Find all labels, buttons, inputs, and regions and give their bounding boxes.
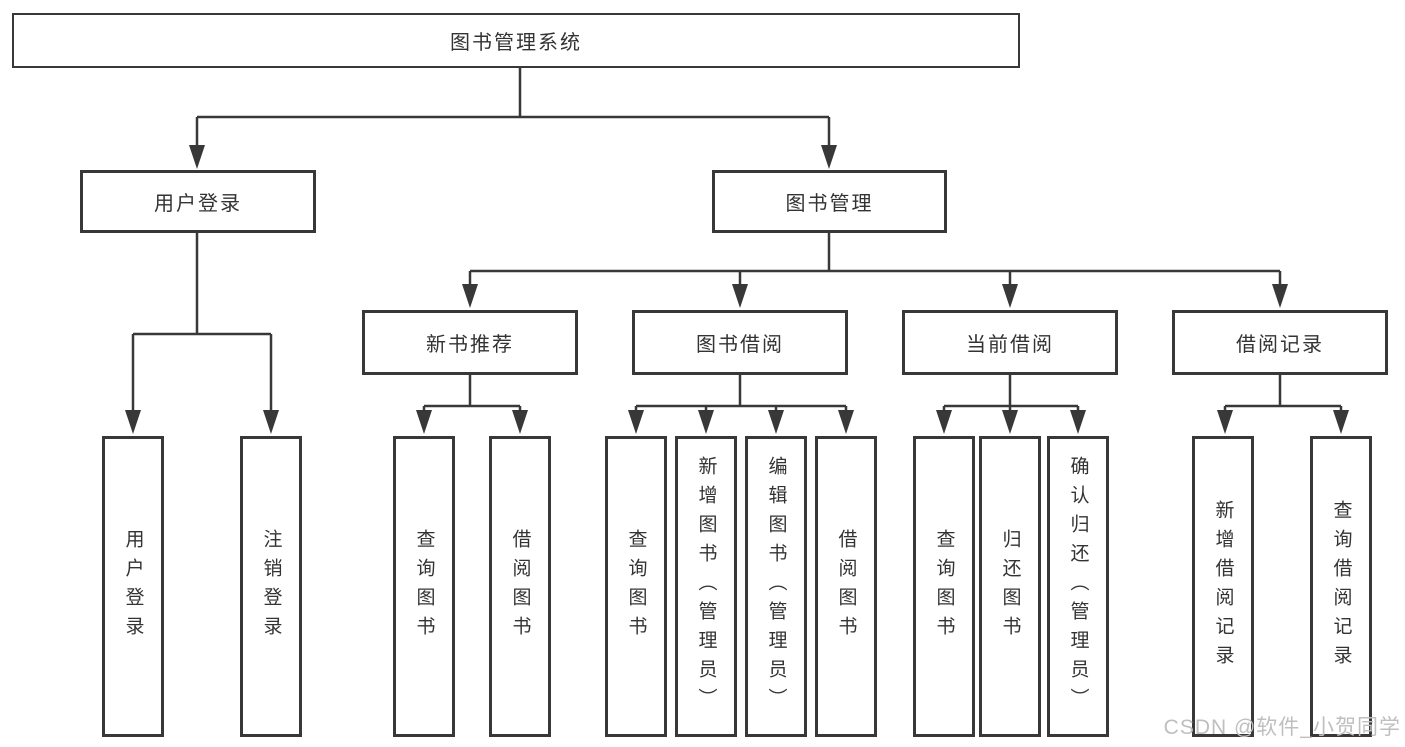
node-book-management-label: 图书管理 <box>785 193 874 215</box>
arrowhead-icon <box>189 145 205 169</box>
leaf-borrowing-edit-books-admin: 编辑图书（管理员） <box>745 436 807 737</box>
leaf-borrowing-edit-books-admin-label: 编辑图书（管理员） <box>765 456 787 717</box>
leaf-current-confirm-return-admin: 确认归还（管理员） <box>1047 436 1109 737</box>
leaf-borrowing-borrow-books: 借阅图书 <box>815 436 877 737</box>
node-borrowing-records: 借阅记录 <box>1172 310 1388 375</box>
node-user-login: 用户登录 <box>80 170 316 233</box>
arrowhead-icon <box>1333 410 1349 434</box>
leaf-current-return-books: 归还图书 <box>979 436 1041 737</box>
arrowhead-icon <box>768 410 784 434</box>
leaf-newbooks-query-books: 查询图书 <box>393 436 455 737</box>
leaf-borrowing-add-books-admin-label: 新增图书（管理员） <box>695 456 717 717</box>
arrowhead-icon <box>263 410 279 434</box>
leaf-records-add-record: 新增借阅记录 <box>1192 436 1254 737</box>
node-root-label: 图书管理系统 <box>450 32 582 54</box>
arrowhead-icon <box>821 145 837 169</box>
node-current-borrowing-label: 当前借阅 <box>966 334 1054 356</box>
arrowhead-icon <box>698 410 714 434</box>
arrowhead-icon <box>1070 410 1086 434</box>
arrowhead-icon <box>512 410 528 434</box>
leaf-current-query-books-label: 查询图书 <box>933 528 955 645</box>
leaf-user-login: 用户登录 <box>102 436 164 737</box>
leaf-records-query-record-label: 查询借阅记录 <box>1330 499 1352 674</box>
leaf-borrowing-query-books: 查询图书 <box>605 436 667 737</box>
arrowhead-icon <box>1002 284 1018 308</box>
arrowhead-icon <box>936 410 952 434</box>
arrowhead-icon <box>125 410 141 434</box>
node-book-management: 图书管理 <box>712 170 947 233</box>
node-current-borrowing: 当前借阅 <box>902 310 1118 375</box>
leaf-newbooks-borrow-books: 借阅图书 <box>489 436 551 737</box>
leaf-current-return-books-label: 归还图书 <box>999 528 1021 645</box>
arrowhead-icon <box>1272 284 1288 308</box>
arrowhead-icon <box>628 410 644 434</box>
arrowhead-icon <box>416 410 432 434</box>
node-book-borrowing-label: 图书借阅 <box>696 334 784 356</box>
arrowhead-icon <box>1217 410 1233 434</box>
arrowhead-icon <box>1002 410 1018 434</box>
leaf-logout: 注销登录 <box>240 436 302 737</box>
leaf-borrowing-borrow-books-label: 借阅图书 <box>835 528 857 645</box>
leaf-borrowing-add-books-admin: 新增图书（管理员） <box>675 436 737 737</box>
leaf-records-add-record-label: 新增借阅记录 <box>1212 499 1234 674</box>
node-new-book-recommendation-label: 新书推荐 <box>426 334 514 356</box>
node-borrowing-records-label: 借阅记录 <box>1236 334 1324 356</box>
leaf-newbooks-borrow-books-label: 借阅图书 <box>509 528 531 645</box>
node-book-borrowing: 图书借阅 <box>632 310 848 375</box>
node-new-book-recommendation: 新书推荐 <box>362 310 578 375</box>
arrowhead-icon <box>732 284 748 308</box>
leaf-records-query-record: 查询借阅记录 <box>1310 436 1372 737</box>
leaf-borrowing-query-books-label: 查询图书 <box>625 528 647 645</box>
node-user-login-label: 用户登录 <box>154 193 242 215</box>
leaf-current-query-books: 查询图书 <box>913 436 975 737</box>
leaf-current-confirm-return-admin-label: 确认归还（管理员） <box>1067 456 1089 717</box>
leaf-user-login-label: 用户登录 <box>122 528 144 645</box>
arrowhead-icon <box>462 284 478 308</box>
watermark: CSDN @软件_小贺同学 <box>1163 716 1401 739</box>
arrowhead-icon <box>838 410 854 434</box>
node-root-system: 图书管理系统 <box>12 13 1020 68</box>
leaf-logout-label: 注销登录 <box>260 528 282 645</box>
leaf-newbooks-query-books-label: 查询图书 <box>413 528 435 645</box>
